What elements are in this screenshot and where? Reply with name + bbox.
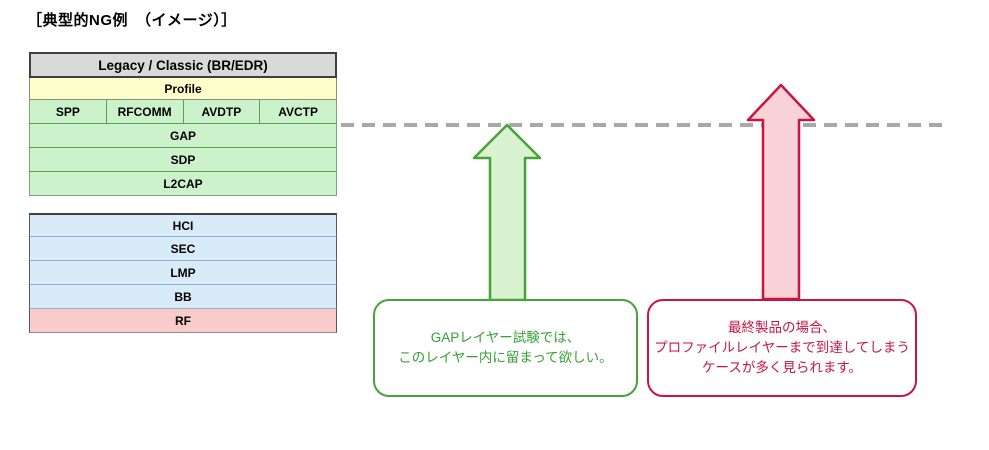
red-callout-box: 最終製品の場合、 プロファイルレイヤーまで到達してしまう ケースが多く見られます… bbox=[647, 299, 917, 397]
lower-protocol-stack: HCI SEC LMP BB RF bbox=[29, 213, 337, 333]
green-up-arrow bbox=[472, 123, 542, 301]
layer-row-profile: Profile bbox=[29, 78, 337, 100]
layer-row-lmp: LMP bbox=[29, 261, 337, 285]
layer-row-rf: RF bbox=[29, 309, 337, 333]
layer-row-l2cap: L2CAP bbox=[29, 172, 337, 196]
page-title: ［典型的NG例 （イメージ）］ bbox=[27, 12, 237, 29]
layer-row-bb: BB bbox=[29, 285, 337, 309]
red-callout-line-3: ケースが多く見られます。 bbox=[702, 360, 862, 375]
layer-row-sec: SEC bbox=[29, 237, 337, 261]
upper-protocol-stack: Legacy / Classic (BR/EDR) Profile SPP RF… bbox=[29, 52, 337, 196]
stack-header-legacy-classic: Legacy / Classic (BR/EDR) bbox=[29, 52, 337, 78]
green-callout-line-1: GAPレイヤー試験では、 bbox=[430, 330, 581, 345]
protocol-cells-row: SPP RFCOMM AVDTP AVCTP bbox=[29, 100, 337, 124]
green-callout-box: GAPレイヤー試験では、 このレイヤー内に留まって欲しい。 bbox=[373, 299, 638, 397]
gap-boundary-dashed-line bbox=[341, 123, 945, 127]
layer-row-sdp: SDP bbox=[29, 148, 337, 172]
red-up-arrow bbox=[746, 83, 816, 300]
layer-row-gap: GAP bbox=[29, 124, 337, 148]
protocol-cell-rfcomm: RFCOMM bbox=[107, 100, 184, 123]
red-callout-line-1: 最終製品の場合、 bbox=[728, 320, 836, 335]
green-callout-line-2: このレイヤー内に留まって欲しい。 bbox=[398, 350, 613, 365]
protocol-cell-avctp: AVCTP bbox=[278, 104, 319, 119]
protocol-cell-spp: SPP bbox=[30, 100, 107, 123]
red-callout-line-2: プロファイルレイヤーまで到達してしまう bbox=[654, 340, 910, 355]
protocol-cell-avdtp: AVDTP bbox=[184, 100, 261, 123]
layer-row-hci: HCI bbox=[29, 213, 337, 237]
